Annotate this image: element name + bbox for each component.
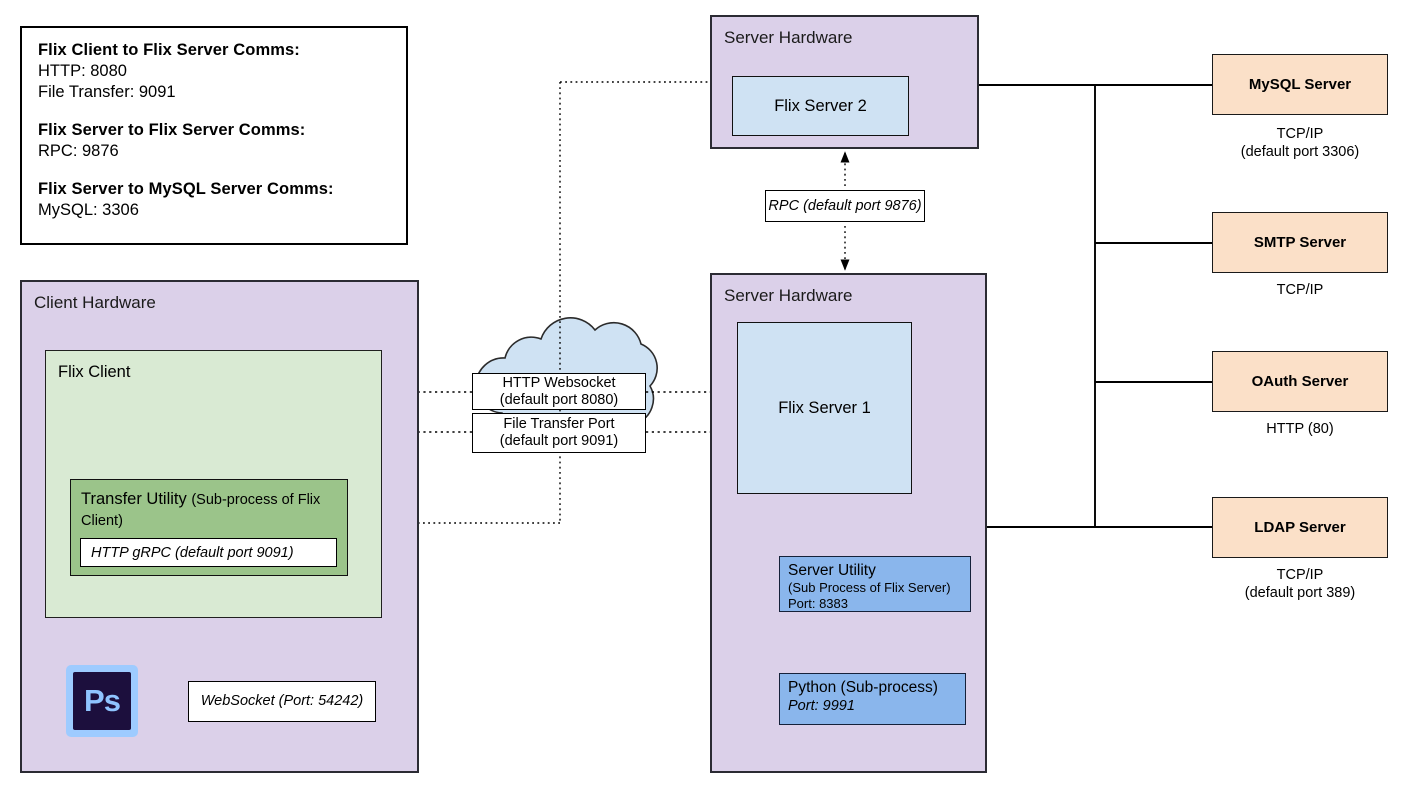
server-utility-port: Port: 8383 xyxy=(788,596,848,611)
smtp-server-caption: TCP/IP xyxy=(1276,282,1324,298)
server-utility-name: Server Utility xyxy=(788,562,876,579)
ldap-server-caption: TCP/IP (default port 389) xyxy=(1244,567,1356,601)
smtp-server-box: SMTP Server xyxy=(1212,212,1388,273)
oauth-server-box: OAuth Server xyxy=(1212,351,1388,412)
file-transfer-line2: (default port 9091) xyxy=(499,433,619,449)
python-subprocess-port: Port: 9991 xyxy=(788,698,855,714)
client-hardware-title: Client Hardware xyxy=(34,293,156,312)
legend-line-0-0: HTTP: 8080 xyxy=(38,62,127,80)
mysql-server-box: MySQL Server xyxy=(1212,54,1388,115)
transfer-utility-box: Transfer Utility (Sub-process of Flix Cl… xyxy=(70,479,348,576)
grpc-port-box: HTTP gRPC (default port 9091) xyxy=(80,538,337,567)
python-subprocess-text: Python (Sub-process) Port: 9991 xyxy=(788,679,961,715)
python-subprocess-name: Python (Sub-process) xyxy=(788,679,938,696)
transfer-utility-name: Transfer Utility xyxy=(81,490,187,508)
server-utility-box: Server Utility (Sub Process of Flix Serv… xyxy=(779,556,971,612)
legend-heading-1: Flix Server to Flix Server Comms: xyxy=(38,121,306,139)
mysql-server-caption: TCP/IP (default port 3306) xyxy=(1240,126,1360,160)
external-server-bus xyxy=(979,84,1212,528)
legend-line-2-0: MySQL: 3306 xyxy=(38,201,139,219)
server-utility-qualifier: (Sub Process of Flix Server) xyxy=(788,580,951,595)
ldap-server-box: LDAP Server xyxy=(1212,497,1388,558)
rpc-port-label: RPC (default port 9876) xyxy=(765,190,925,222)
python-subprocess-box: Python (Sub-process) Port: 9991 xyxy=(779,673,966,725)
server-utility-text: Server Utility (Sub Process of Flix Serv… xyxy=(788,562,966,612)
legend-heading-2: Flix Server to MySQL Server Comms: xyxy=(38,180,334,198)
transfer-utility-text: Transfer Utility (Sub-process of Flix Cl… xyxy=(81,489,341,531)
transfer-utility-qualifier: (Sub-process of Flix Client) xyxy=(81,492,321,529)
flix-server-1-box: Flix Server 1 xyxy=(737,322,912,494)
http-websocket-line1: HTTP Websocket xyxy=(502,374,616,391)
legend-heading-0: Flix Client to Flix Server Comms: xyxy=(38,41,300,59)
legend-line-1-0: RPC: 9876 xyxy=(38,142,119,160)
photoshop-glyph: Ps xyxy=(73,672,131,730)
server-hardware-2-title: Server Hardware xyxy=(724,28,853,47)
flix-server-2-box: Flix Server 2 xyxy=(732,76,909,136)
server-hardware-1-title: Server Hardware xyxy=(724,286,853,305)
file-transfer-label: File Transfer Port (default port 9091) xyxy=(472,413,646,453)
http-websocket-label: HTTP Websocket (default port 8080) xyxy=(472,373,646,410)
photoshop-icon: Ps xyxy=(66,665,138,737)
oauth-server-caption: HTTP (80) xyxy=(1266,421,1334,437)
http-websocket-line2: (default port 8080) xyxy=(499,391,619,408)
file-transfer-line1: File Transfer Port xyxy=(503,416,615,432)
comms-legend: Flix Client to Flix Server Comms: HTTP: … xyxy=(20,26,408,245)
websocket-port-label: WebSocket (Port: 54242) xyxy=(188,681,376,722)
flix-client-label: Flix Client xyxy=(58,363,131,381)
legend-line-0-1: File Transfer: 9091 xyxy=(38,83,176,101)
